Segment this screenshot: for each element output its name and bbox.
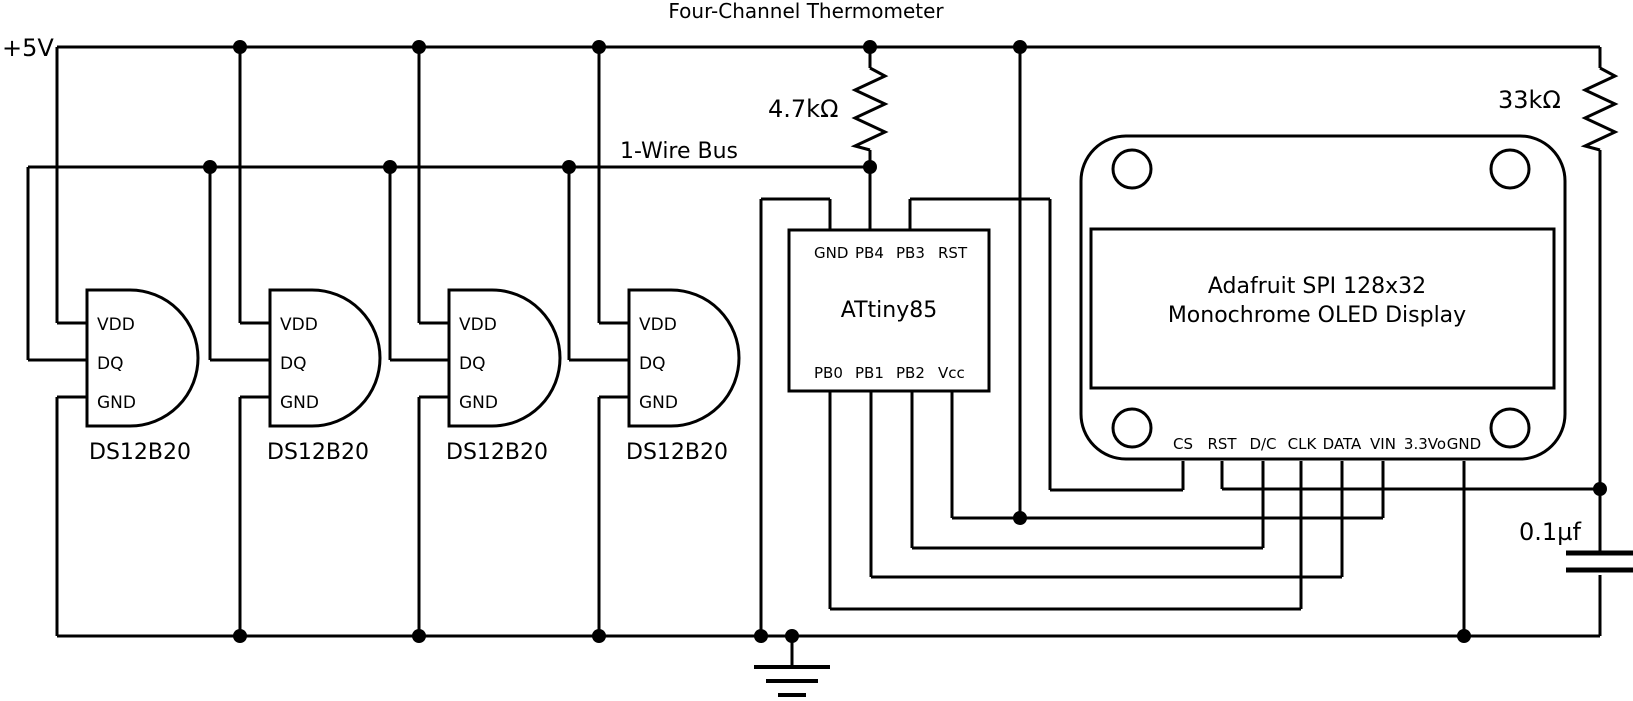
sensor-2-name: DS12B20 — [267, 440, 369, 465]
sensor-2-gnd: GND — [280, 393, 319, 413]
display-pin-clk: CLK — [1288, 435, 1318, 453]
sensor-3: VDD DQ GND DS12B20 — [388, 47, 562, 636]
mcu-pin-gnd: GND — [814, 244, 848, 262]
capacitor — [1566, 550, 1633, 573]
display-pin-gnd: GND — [1447, 435, 1481, 453]
junction-dot — [863, 160, 877, 174]
junction-dot — [863, 40, 877, 54]
capacitor-value: 0.1µf — [1519, 518, 1581, 546]
sensor-1-gnd: GND — [97, 393, 136, 413]
display-pin-vin: VIN — [1370, 435, 1396, 453]
sensor-4-name: DS12B20 — [626, 440, 728, 465]
display-pin-dc: D/C — [1249, 435, 1276, 453]
junction-dot — [754, 629, 768, 643]
sensor-4: VDD DQ GND DS12B20 — [567, 47, 741, 636]
mcu-pin-pb3: PB3 — [896, 244, 925, 262]
junction-dot — [233, 629, 247, 643]
bus-label: 1-Wire Bus — [620, 139, 738, 164]
supply-label: +5V — [2, 34, 54, 62]
sensor-3-dq: DQ — [459, 354, 485, 374]
junction-dot — [785, 629, 799, 643]
display-title-line-2: Monochrome OLED Display — [1168, 303, 1466, 328]
sensor-4-vdd: VDD — [639, 315, 677, 335]
junction-dot — [592, 629, 606, 643]
mcu-pin-rst: RST — [938, 244, 968, 262]
sensor-2-vdd: VDD — [280, 315, 318, 335]
sensor-4-dq: DQ — [639, 354, 665, 374]
mcu-pin-pb2: PB2 — [896, 364, 925, 382]
sensor-1-vdd: VDD — [97, 315, 135, 335]
sensor-3-vdd: VDD — [459, 315, 497, 335]
display-pin-cs: CS — [1173, 435, 1193, 453]
display-pin-rst: RST — [1207, 435, 1237, 453]
sensor-2-dq: DQ — [280, 354, 306, 374]
sensor-3-gnd: GND — [459, 393, 498, 413]
sensor-2: VDD DQ GND DS12B20 — [208, 47, 382, 636]
junction-dot — [383, 160, 397, 174]
junction-dot — [1457, 629, 1471, 643]
junction-dot — [203, 160, 217, 174]
junction-dot — [1013, 511, 1027, 525]
divider-resistor-value: 33kΩ — [1498, 86, 1561, 114]
junction-dot — [412, 629, 426, 643]
mcu-pin-pb1: PB1 — [855, 364, 884, 382]
junction-dot — [592, 40, 606, 54]
pullup-resistor-value: 4.7kΩ — [768, 95, 838, 123]
sensor-4-gnd: GND — [639, 393, 678, 413]
oled-display-module: Adafruit SPI 128x32 Monochrome OLED Disp… — [1079, 134, 1600, 636]
sensor-1-name: DS12B20 — [89, 440, 191, 465]
sensor-1-dq: DQ — [97, 354, 123, 374]
sensor-1: VDD DQ GND DS12B20 — [26, 47, 200, 636]
ground-rail — [57, 575, 1602, 638]
junction-dot — [562, 160, 576, 174]
pullup-resistor — [850, 47, 889, 230]
junction-dot — [412, 40, 426, 54]
sensor-3-name: DS12B20 — [446, 440, 548, 465]
ground-symbol-icon — [754, 636, 830, 697]
diagram-title: Four-Channel Thermometer — [668, 0, 944, 23]
mcu-pin-vcc: Vcc — [938, 364, 965, 382]
junction-dot — [233, 40, 247, 54]
junction-dot — [1013, 40, 1027, 54]
display-title-line-1: Adafruit SPI 128x32 — [1208, 274, 1426, 299]
junction-dot — [1593, 482, 1607, 496]
mcu-name: ATtiny85 — [841, 298, 937, 323]
display-pin-3v3o: 3.3Vo — [1404, 435, 1446, 453]
junction-dots — [203, 40, 1607, 643]
display-pin-data: DATA — [1323, 435, 1362, 453]
attiny85-chip: GND PB4 PB3 RST ATtiny85 PB0 PB1 PB2 Vcc — [759, 47, 1385, 636]
mcu-pin-pb4: PB4 — [855, 244, 884, 262]
mcu-pin-pb0: PB0 — [814, 364, 843, 382]
divider-resistor — [1580, 66, 1619, 551]
supply-rail — [57, 45, 1602, 68]
